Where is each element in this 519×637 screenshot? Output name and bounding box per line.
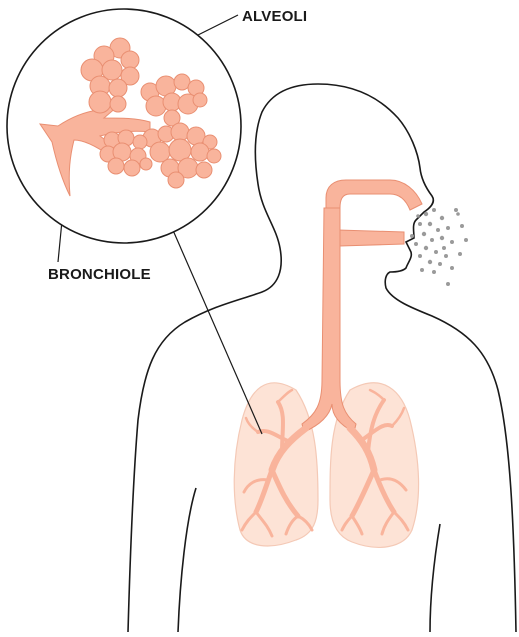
right-arm-outline	[430, 524, 440, 632]
label-alveoli: ALVEOLI	[242, 8, 307, 25]
inhaled-particles	[410, 208, 468, 286]
callout-line	[172, 228, 262, 434]
label-bronchiole: BRONCHIOLE	[48, 266, 151, 283]
oral-passage	[338, 230, 404, 246]
left-arm-outline	[178, 488, 196, 632]
